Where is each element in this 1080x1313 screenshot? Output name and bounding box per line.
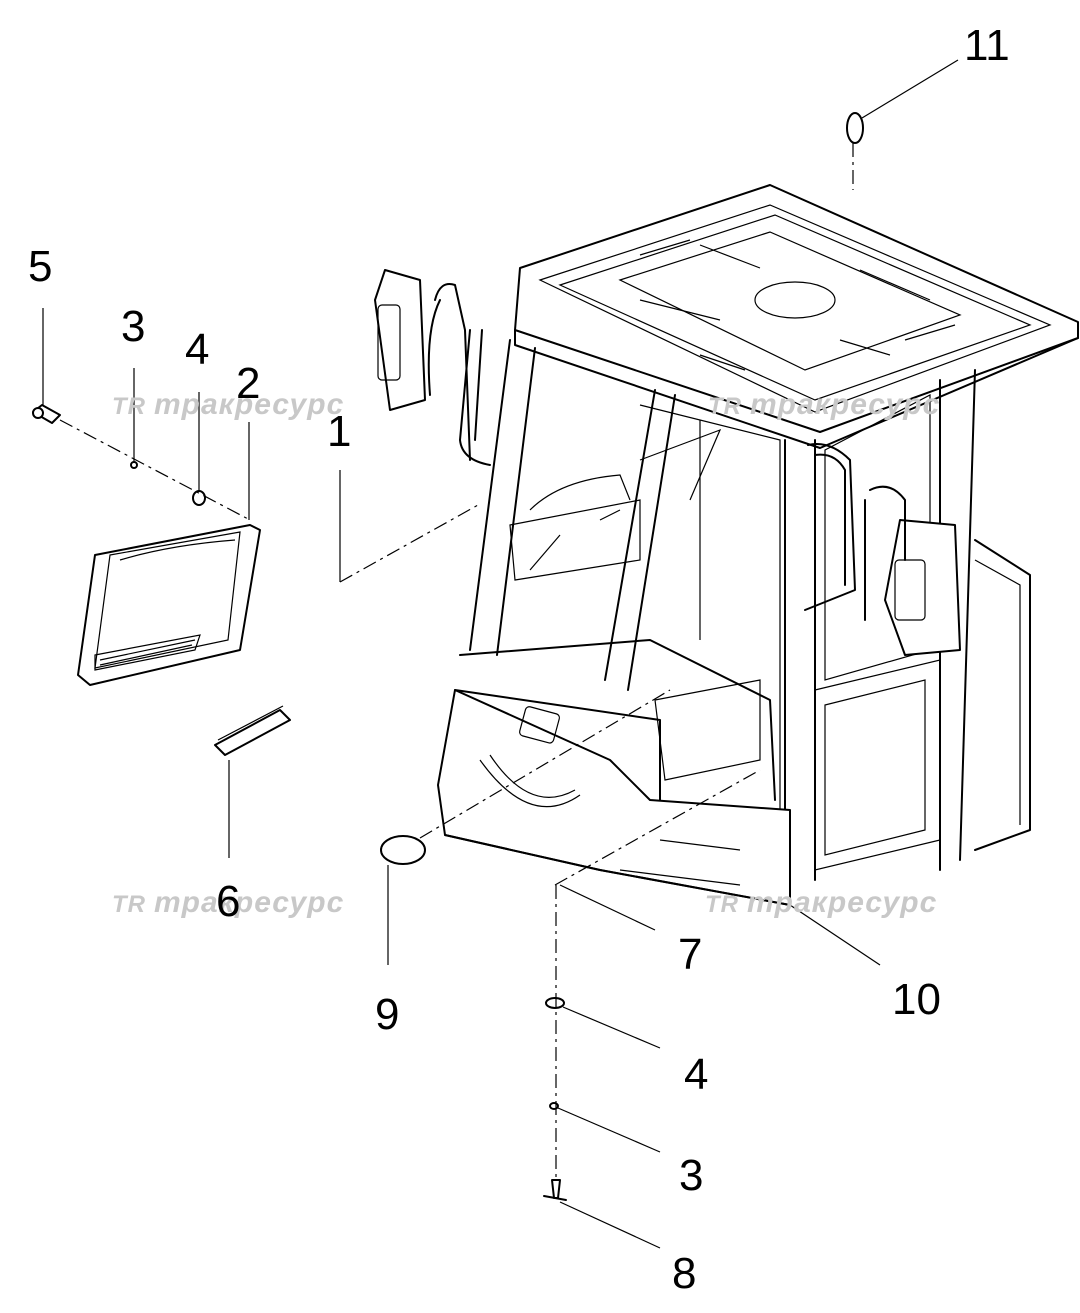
watermark-text: тракресурс <box>747 886 938 919</box>
part-4-washer-top <box>192 490 206 506</box>
callout-3-bottom: 3 <box>679 1151 704 1200</box>
callout-1: 1 <box>327 407 352 456</box>
callout-10: 10 <box>892 975 941 1024</box>
watermark: TR тракресурс <box>112 388 344 422</box>
assembly-axis-part-1 <box>339 504 479 583</box>
callout-6: 6 <box>216 877 241 926</box>
watermark-logo: TR <box>705 891 739 918</box>
part-11-ring <box>846 112 864 144</box>
part-8-bolt <box>543 1179 567 1201</box>
part-3-spring-washer-top <box>130 461 138 469</box>
callout-2: 2 <box>236 359 261 408</box>
part-5-bolt <box>32 404 61 424</box>
callout-8: 8 <box>672 1249 697 1298</box>
assembly-axis-bottom <box>554 769 761 886</box>
watermark: TR тракресурс <box>708 388 940 422</box>
watermark-text: тракресурс <box>750 388 941 421</box>
cab-assembly <box>374 184 1079 906</box>
watermark-logo: TR <box>708 393 742 420</box>
callout-7: 7 <box>678 930 703 979</box>
part-2-filter-housing <box>77 524 261 686</box>
assembly-axis-bolt-5 <box>59 419 251 521</box>
callout-11: 11 <box>964 21 1010 70</box>
part-3-spring-washer-bottom <box>549 1102 559 1110</box>
watermark-text: тракресурс <box>154 886 345 919</box>
callout-3-top: 3 <box>121 302 146 351</box>
watermark-text: тракресурс <box>154 388 345 421</box>
assembly-axis-part-9 <box>419 689 671 839</box>
callout-9: 9 <box>375 990 400 1039</box>
callout-5: 5 <box>28 242 53 291</box>
watermark-logo: TR <box>112 393 146 420</box>
part-6-seal-strip <box>214 705 291 756</box>
leader-lines <box>42 59 959 1249</box>
part-4-washer-bottom <box>545 997 565 1009</box>
callout-4-top: 4 <box>185 325 210 374</box>
callout-4-bottom: 4 <box>684 1050 709 1099</box>
part-9-cap <box>380 835 426 865</box>
watermark-logo: TR <box>112 891 146 918</box>
watermark: TR тракресурс <box>705 886 937 920</box>
watermark: TR тракресурс <box>112 886 344 920</box>
